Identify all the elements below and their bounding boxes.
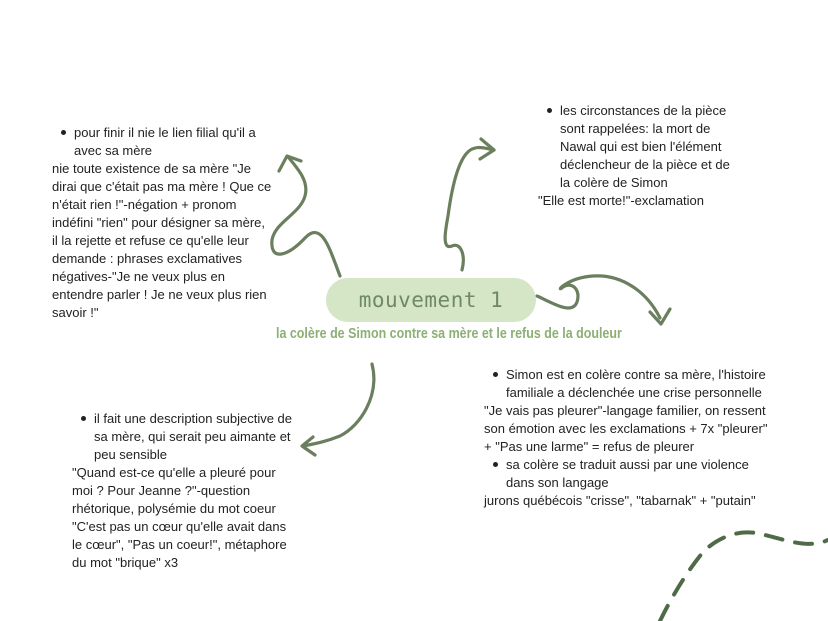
- arrow-to-bottom-right: [535, 274, 662, 320]
- note-bottom-right-bullet-1: Simon est en colère contre sa mère, l'hi…: [484, 366, 776, 402]
- note-top-right-bullet: les circonstances de la pièce sont rappe…: [538, 102, 730, 192]
- note-bottom-left-bullet: il fait une description subjective de sa…: [72, 410, 292, 464]
- note-top-left: pour finir il nie le lien filial qu'il a…: [52, 124, 272, 322]
- arrowhead-top-right: [478, 137, 496, 161]
- note-bottom-left-text: "Quand est-ce qu'elle a pleuré pour moi …: [72, 465, 287, 570]
- central-subtitle: la colère de Simon contre sa mère et le …: [276, 326, 622, 342]
- note-bottom-right-text-1: "Je vais pas pleurer"-langage familier, …: [484, 403, 768, 454]
- central-title: mouvement 1: [358, 288, 504, 312]
- arrowhead-bottom-right: [648, 307, 672, 326]
- note-bottom-right-text-2: jurons québécois "crisse", "tabarnak" + …: [484, 493, 756, 508]
- note-top-right-text: "Elle est morte!"-exclamation: [538, 193, 705, 208]
- arrowhead-bottom-left: [300, 435, 317, 457]
- arrowhead-top-left: [277, 154, 303, 173]
- decorative-dashed-curve: [658, 530, 828, 621]
- arrow-to-top-right: [443, 145, 496, 272]
- note-bottom-left: il fait une description subjective de sa…: [72, 410, 292, 572]
- central-node: mouvement 1: [326, 278, 536, 322]
- note-top-left-text: nie toute existence de sa mère "Je dirai…: [52, 161, 272, 320]
- note-bottom-right: Simon est en colère contre sa mère, l'hi…: [484, 366, 776, 510]
- note-bottom-right-bullet-2: sa colère se traduit aussi par une viole…: [484, 456, 776, 492]
- arrow-to-bottom-left: [301, 362, 376, 448]
- note-top-left-bullet: pour finir il nie le lien filial qu'il a…: [52, 124, 272, 160]
- arrow-to-top-left: [270, 156, 342, 278]
- note-top-right: les circonstances de la pièce sont rappe…: [538, 102, 730, 210]
